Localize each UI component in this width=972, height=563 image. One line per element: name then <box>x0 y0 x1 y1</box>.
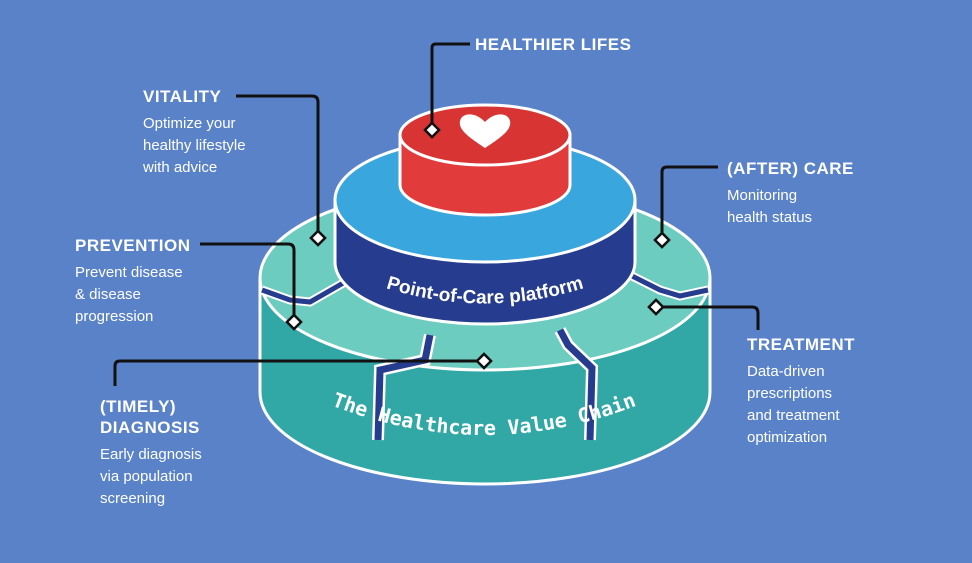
aftercare-title: (AFTER) CARE <box>727 159 854 178</box>
vitality-title: VITALITY <box>143 87 222 106</box>
connector-diagnosis <box>113 359 484 386</box>
prevention-title: PREVENTION <box>75 236 191 255</box>
connector-prevention <box>200 242 296 322</box>
diagnosis-desc: Early diagnosis via population screening <box>100 446 202 507</box>
label-vitality: VITALITY Optimize your healthy lifestyle… <box>143 86 246 179</box>
diagnosis-title: (TIMELY) DIAGNOSIS <box>100 397 200 437</box>
label-aftercare: (AFTER) CARE Monitoring health status <box>727 158 854 229</box>
heart-icon <box>459 114 511 148</box>
connector-aftercare <box>660 165 718 240</box>
marker-prevention <box>285 313 303 331</box>
marker-diagnosis <box>475 352 493 370</box>
healthier-title: HEALTHIER LIFES <box>475 35 632 54</box>
marker-healthier <box>423 121 441 139</box>
label-treatment: TREATMENT Data-driven prescriptions and … <box>747 334 855 449</box>
marker-vitality <box>309 229 327 247</box>
marker-aftercare <box>653 231 671 249</box>
marker-treatment <box>647 298 665 316</box>
label-healthier: HEALTHIER LIFES <box>475 34 631 55</box>
connector-vitality <box>236 94 320 238</box>
connector-markers <box>285 121 671 370</box>
vitality-desc: Optimize your healthy lifestyle with adv… <box>143 115 246 176</box>
connector-healthier <box>430 42 470 130</box>
label-diagnosis: (TIMELY) DIAGNOSIS Early diagnosis via p… <box>100 396 202 510</box>
connectors <box>113 42 760 386</box>
treatment-title: TREATMENT <box>747 335 856 354</box>
healthier-cylinder <box>398 103 572 217</box>
aftercare-desc: Monitoring health status <box>727 187 813 226</box>
treatment-desc: Data-driven prescriptions and treatment … <box>747 363 840 446</box>
connector-treatment <box>656 305 760 330</box>
label-prevention: PREVENTION Prevent disease & disease pro… <box>75 235 191 328</box>
prevention-desc: Prevent disease & disease progression <box>75 264 183 325</box>
